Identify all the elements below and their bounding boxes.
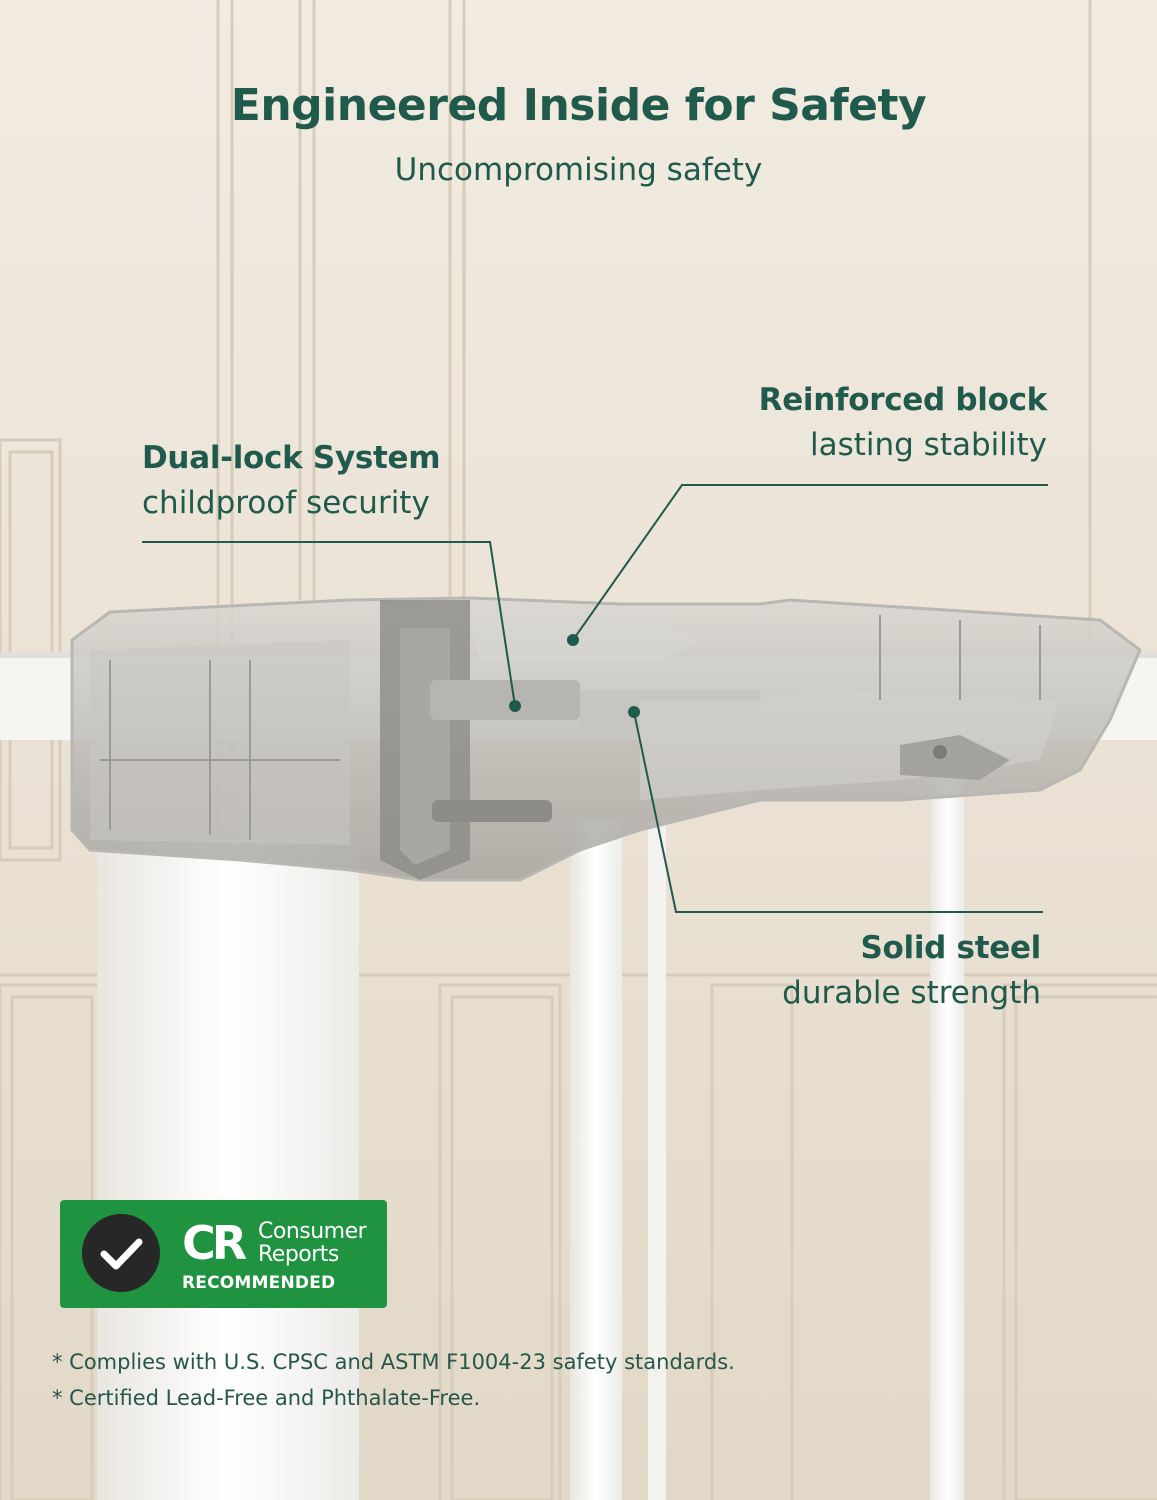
reinforced-marker (567, 634, 579, 646)
transparent-lock-housing (70, 596, 1142, 882)
steel-marker (628, 706, 640, 718)
page-subtitle: Uncompromising safety (394, 152, 763, 188)
callout-sub: lasting stability (809, 427, 1047, 463)
callout-solid-steel: Solid steel durable strength (782, 926, 1041, 1016)
callout-dual-lock: Dual-lock System childproof security (142, 436, 441, 526)
dual-lock-marker (509, 700, 521, 712)
callout-heading: Reinforced block (758, 382, 1048, 418)
callout-heading: Dual-lock System (142, 440, 441, 476)
gate-vertical-bars (97, 760, 964, 1500)
certification-note: * Certified Lead-Free and Phthalate-Free… (52, 1386, 481, 1410)
checkmark-icon (82, 1214, 160, 1292)
page-title: Engineered Inside for Safety (230, 80, 927, 131)
callout-heading: Solid steel (860, 930, 1041, 966)
name-line-1: Consumer (258, 1219, 367, 1244)
name-line-2: Reports (258, 1242, 339, 1267)
consumer-reports-name: Consumer Reports (258, 1219, 367, 1267)
recommended-label: RECOMMENDED (182, 1273, 336, 1293)
callout-sub: childproof security (142, 485, 430, 521)
callout-leaders (142, 484, 1048, 913)
consumer-reports-badge: CR Consumer Reports RECOMMENDED (60, 1200, 387, 1308)
callout-sub: durable strength (782, 975, 1041, 1011)
cr-logo-mark: CR (182, 1216, 247, 1270)
callout-reinforced-block: Reinforced block lasting stability (758, 378, 1048, 468)
compliance-note: * Complies with U.S. CPSC and ASTM F1004… (52, 1350, 735, 1374)
